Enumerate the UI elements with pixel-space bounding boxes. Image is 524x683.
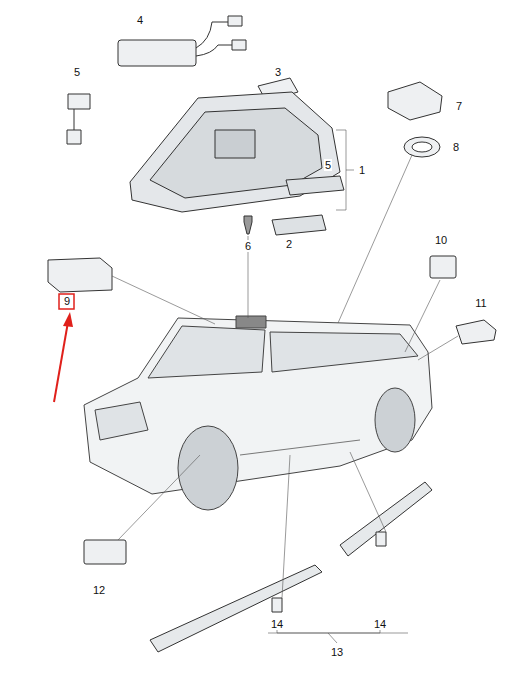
side-windows — [270, 332, 418, 372]
sill-plate — [150, 565, 322, 652]
roof-console — [130, 92, 340, 212]
connector — [376, 532, 386, 546]
leader-line — [405, 280, 440, 352]
connector — [272, 598, 282, 612]
lamp-socket — [68, 94, 90, 109]
callout-number: 14 — [373, 618, 387, 630]
car-body — [84, 318, 432, 494]
lens — [272, 215, 326, 235]
wire — [74, 109, 75, 130]
wire — [196, 22, 232, 56]
callout-number: 1 — [358, 164, 366, 176]
callout-number: 12 — [92, 584, 106, 596]
leader-line — [350, 452, 386, 532]
grille — [95, 402, 148, 440]
callout-number: 3 — [274, 66, 282, 78]
callout-number: 11 — [474, 297, 487, 309]
control-unit — [84, 540, 126, 564]
bracket — [268, 618, 408, 643]
callout-number: 6 — [244, 240, 252, 252]
roof-module — [236, 316, 266, 328]
leaders — [112, 130, 458, 643]
callout-number: 5 — [324, 159, 332, 171]
lamp — [456, 320, 496, 344]
lens — [286, 176, 344, 195]
parts — [48, 16, 496, 652]
callout-number: 5 — [73, 66, 81, 78]
red-arrowhead — [63, 312, 73, 327]
red-arrow — [54, 322, 68, 402]
screw — [244, 216, 252, 234]
callout-number: 10 — [434, 234, 448, 246]
connector — [67, 130, 81, 144]
callout-number: 13 — [330, 646, 344, 658]
callout-number: 14 — [270, 618, 284, 630]
wheel — [178, 426, 238, 510]
connector — [228, 16, 242, 26]
callout-number: 9 — [63, 295, 71, 307]
wheel — [375, 388, 415, 452]
sill — [240, 440, 360, 455]
callout-number: 7 — [455, 100, 463, 112]
leader-line — [282, 455, 290, 598]
console-detail — [215, 130, 255, 158]
leader-line — [112, 276, 215, 324]
windshield — [148, 326, 265, 378]
vehicle — [84, 316, 432, 510]
control-unit — [48, 258, 112, 292]
callout-number: 8 — [452, 141, 460, 153]
callout-number: 2 — [285, 238, 293, 250]
leader-line — [118, 455, 200, 540]
ring-hole — [412, 142, 432, 152]
trim-ring — [404, 137, 440, 157]
leader-line — [418, 336, 458, 360]
lamp — [430, 256, 456, 278]
leader-line — [338, 155, 412, 323]
lamp — [388, 82, 442, 120]
highlight-box — [59, 294, 74, 309]
callout-number: 4 — [136, 14, 144, 26]
connector — [232, 40, 246, 50]
bracket — [336, 130, 354, 210]
sill-plate — [340, 482, 432, 556]
control-module — [118, 40, 196, 66]
